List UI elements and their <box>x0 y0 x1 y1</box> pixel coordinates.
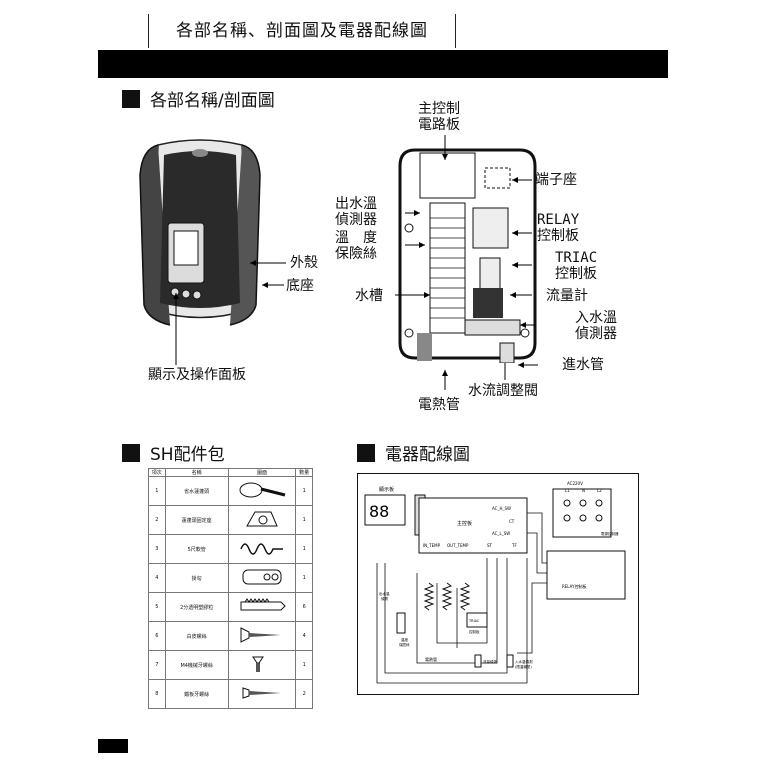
header-no: 項次 <box>148 468 166 477</box>
table-row: 2 蓮蓬頭固定座 1 <box>148 505 313 535</box>
label-triac: TRIAC 控制板 <box>555 250 598 282</box>
wiring-ac220: AC220V <box>567 481 583 486</box>
page-title: 各部名稱、剖面圖及電器配線圖 <box>148 14 456 48</box>
wiring-flow: 流量偵測 <box>483 659 497 664</box>
wiring-st: ST <box>487 543 493 548</box>
holder-icon <box>227 505 297 535</box>
wiring-fuse-2: 保險絲 <box>399 642 410 647</box>
wiring-diagram: 顯示板 88 KEY 主控板 AC_H_SW CT AC_L_SW IN_TEM… <box>357 473 639 695</box>
section-parts: 各部名稱/剖面圖 <box>122 86 275 111</box>
page-footer-bar <box>98 739 128 753</box>
label-terminal: 端子座 <box>535 172 577 188</box>
heater-exterior-illustration <box>139 139 261 326</box>
section-kit: SH配件包 <box>122 440 225 465</box>
label-main-board: 主控制 電路板 <box>418 101 460 133</box>
wiring-n: N <box>582 488 585 493</box>
wiring-out-sensor-1: 出水溫 <box>379 591 390 596</box>
screw-icon <box>227 621 297 651</box>
wiring-in-sensor-1: 入水溫偵測 <box>515 659 533 664</box>
machine-screw-icon <box>227 650 297 680</box>
wiring-tf: TF <box>511 543 517 548</box>
label-outlet-sensor: 出水溫 偵測器 <box>335 196 377 228</box>
section-kit-label: SH配件包 <box>150 445 225 465</box>
wiring-l2: L2 <box>597 488 602 493</box>
wiring-in-temp: IN_TEMP <box>423 543 441 548</box>
table-row: 7 M4機械牙螺絲 1 <box>148 650 313 680</box>
section-parts-label: 各部名稱/剖面圖 <box>150 91 275 111</box>
label-fuse: 溫 度 保險絲 <box>335 230 377 262</box>
label-inlet-sensor: 入水溫 偵測器 <box>575 310 617 342</box>
showerhead-icon <box>227 476 297 506</box>
table-row: 1 省水蓮蓬頭 1 <box>148 476 313 506</box>
wiring-l1: L1 <box>565 488 570 493</box>
label-shell: 外殼 <box>290 255 318 271</box>
kit-table-header: 項次 名稱 圖面 數量 <box>148 468 313 477</box>
table-row: 5 2分透明塑膠粒 6 <box>148 592 313 622</box>
sheet-screw-icon <box>227 679 297 709</box>
section-wiring: 電器配線圖 <box>357 440 470 465</box>
table-row: 4 掛勾 1 <box>148 563 313 593</box>
wiring-mainboard: 主控板 <box>457 520 472 527</box>
wiring-fuse-1: 溫度 <box>401 637 409 642</box>
wiring-triac-1: TRIAC <box>468 619 480 623</box>
hook-icon <box>227 563 297 593</box>
wiring-triac-2: 控制板 <box>469 629 480 634</box>
table-row: 8 鐵板牙螺絲 2 <box>148 679 313 709</box>
wiring-power-switch: 電源控制器 <box>601 531 619 536</box>
label-tank: 水槽 <box>355 288 383 304</box>
wiring-ac-h: AC_H_SW <box>492 506 511 511</box>
section-callout-lines <box>395 135 538 390</box>
anchor-icon <box>227 592 297 622</box>
table-row: 6 白皮螺絲 4 <box>148 621 313 651</box>
wiring-display-digits: 88 <box>369 502 389 521</box>
section-wiring-label: 電器配線圖 <box>385 445 470 465</box>
label-flow-valve: 水流調整閥 <box>468 383 538 399</box>
kit-table: 項次 名稱 圖面 數量 1 省水蓮蓬頭 1 2 蓮蓬頭固定座 1 3 5尺軟管 … <box>148 468 313 709</box>
heater-cross-section <box>398 148 537 363</box>
header-qty: 數量 <box>295 468 313 477</box>
wiring-ac-l: AC_L_SW <box>492 531 510 536</box>
wiring-ct: CT <box>509 519 515 524</box>
label-inlet-pipe: 進水管 <box>562 357 604 373</box>
bullet-square-icon <box>122 443 140 462</box>
wiring-heater: 電熱管 <box>425 656 437 662</box>
wiring-out-sensor-2: 偵測 <box>381 596 389 601</box>
title-bar <box>98 50 668 78</box>
table-row: 3 5尺軟管 1 <box>148 534 313 564</box>
label-panel: 顯示及操作面板 <box>148 367 246 383</box>
bullet-square-icon <box>357 443 375 462</box>
wiring-out-temp: OUT_TEMP <box>447 543 469 548</box>
wiring-in-sensor-2: (限溫機型) <box>515 664 532 669</box>
wiring-display-label: 顯示板 <box>379 486 394 493</box>
bullet-square-icon <box>122 89 140 108</box>
label-flowmeter: 流量計 <box>546 288 588 304</box>
label-relay: RELAY 控制板 <box>537 212 580 244</box>
header-drawing: 圖面 <box>227 468 297 477</box>
exterior-callout-lines <box>173 260 286 365</box>
label-heater: 電熱管 <box>418 397 460 413</box>
wiring-relay-board: RELAY控制板 <box>562 583 587 589</box>
header-name: 名稱 <box>164 468 229 477</box>
hose-icon <box>227 534 297 564</box>
label-base: 底座 <box>286 278 314 294</box>
